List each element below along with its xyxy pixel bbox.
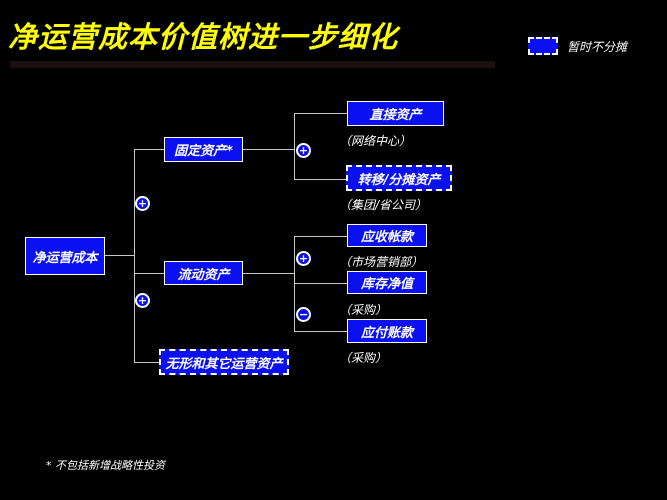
connector-line [294, 236, 347, 237]
node-direct-assets-owner: （网络中心） [339, 134, 412, 148]
node-accounts-receivable: 应收帐款 [347, 224, 427, 247]
node-accounts-payable-owner: （采购） [339, 351, 388, 365]
connector-line [243, 273, 294, 274]
footnote: * 不包括新增战略性投资 [46, 459, 165, 472]
legend-label: 暂时不分摊 [567, 39, 628, 54]
node-accounts-payable: 应付账款 [347, 319, 427, 343]
connector-line [134, 149, 135, 363]
node-net-operating-cost: 净运营成本 [25, 237, 105, 275]
connector-line [134, 273, 164, 274]
node-net-inventory: 库存净值 [347, 271, 427, 294]
node-intangible-other-assets: 无形和其它运营资产 [159, 349, 289, 375]
connector-line [243, 149, 294, 150]
connector-line [134, 362, 160, 363]
node-fixed-assets: 固定资产* [164, 137, 243, 162]
connector-line [294, 283, 347, 284]
node-accounts-receivable-owner: （市场营销部） [339, 255, 424, 269]
connector-line [134, 149, 164, 150]
node-transferred-assets-owner: （集团/省公司） [339, 198, 428, 212]
legend-dashed-swatch-icon [528, 37, 558, 55]
plus-icon: + [135, 293, 150, 308]
title-underline [10, 61, 495, 68]
node-net-inventory-owner: （采购） [339, 303, 388, 317]
plus-icon: + [296, 143, 311, 158]
page-title: 净运营成本价值树进一步细化 [8, 20, 399, 54]
node-transferred-allocated-assets: 转移/分摊资产 [346, 165, 452, 191]
connector-line [294, 179, 347, 180]
connector-line [294, 113, 347, 114]
node-direct-assets: 直接资产 [347, 101, 444, 126]
connector-line [105, 255, 135, 256]
connector-line [294, 113, 295, 179]
legend: 暂时不分摊 [528, 37, 627, 55]
plus-icon: + [135, 196, 150, 211]
connector-line [294, 331, 347, 332]
node-current-assets: 流动资产 [164, 261, 243, 285]
plus-icon: + [296, 251, 311, 266]
minus-icon: − [296, 307, 311, 322]
